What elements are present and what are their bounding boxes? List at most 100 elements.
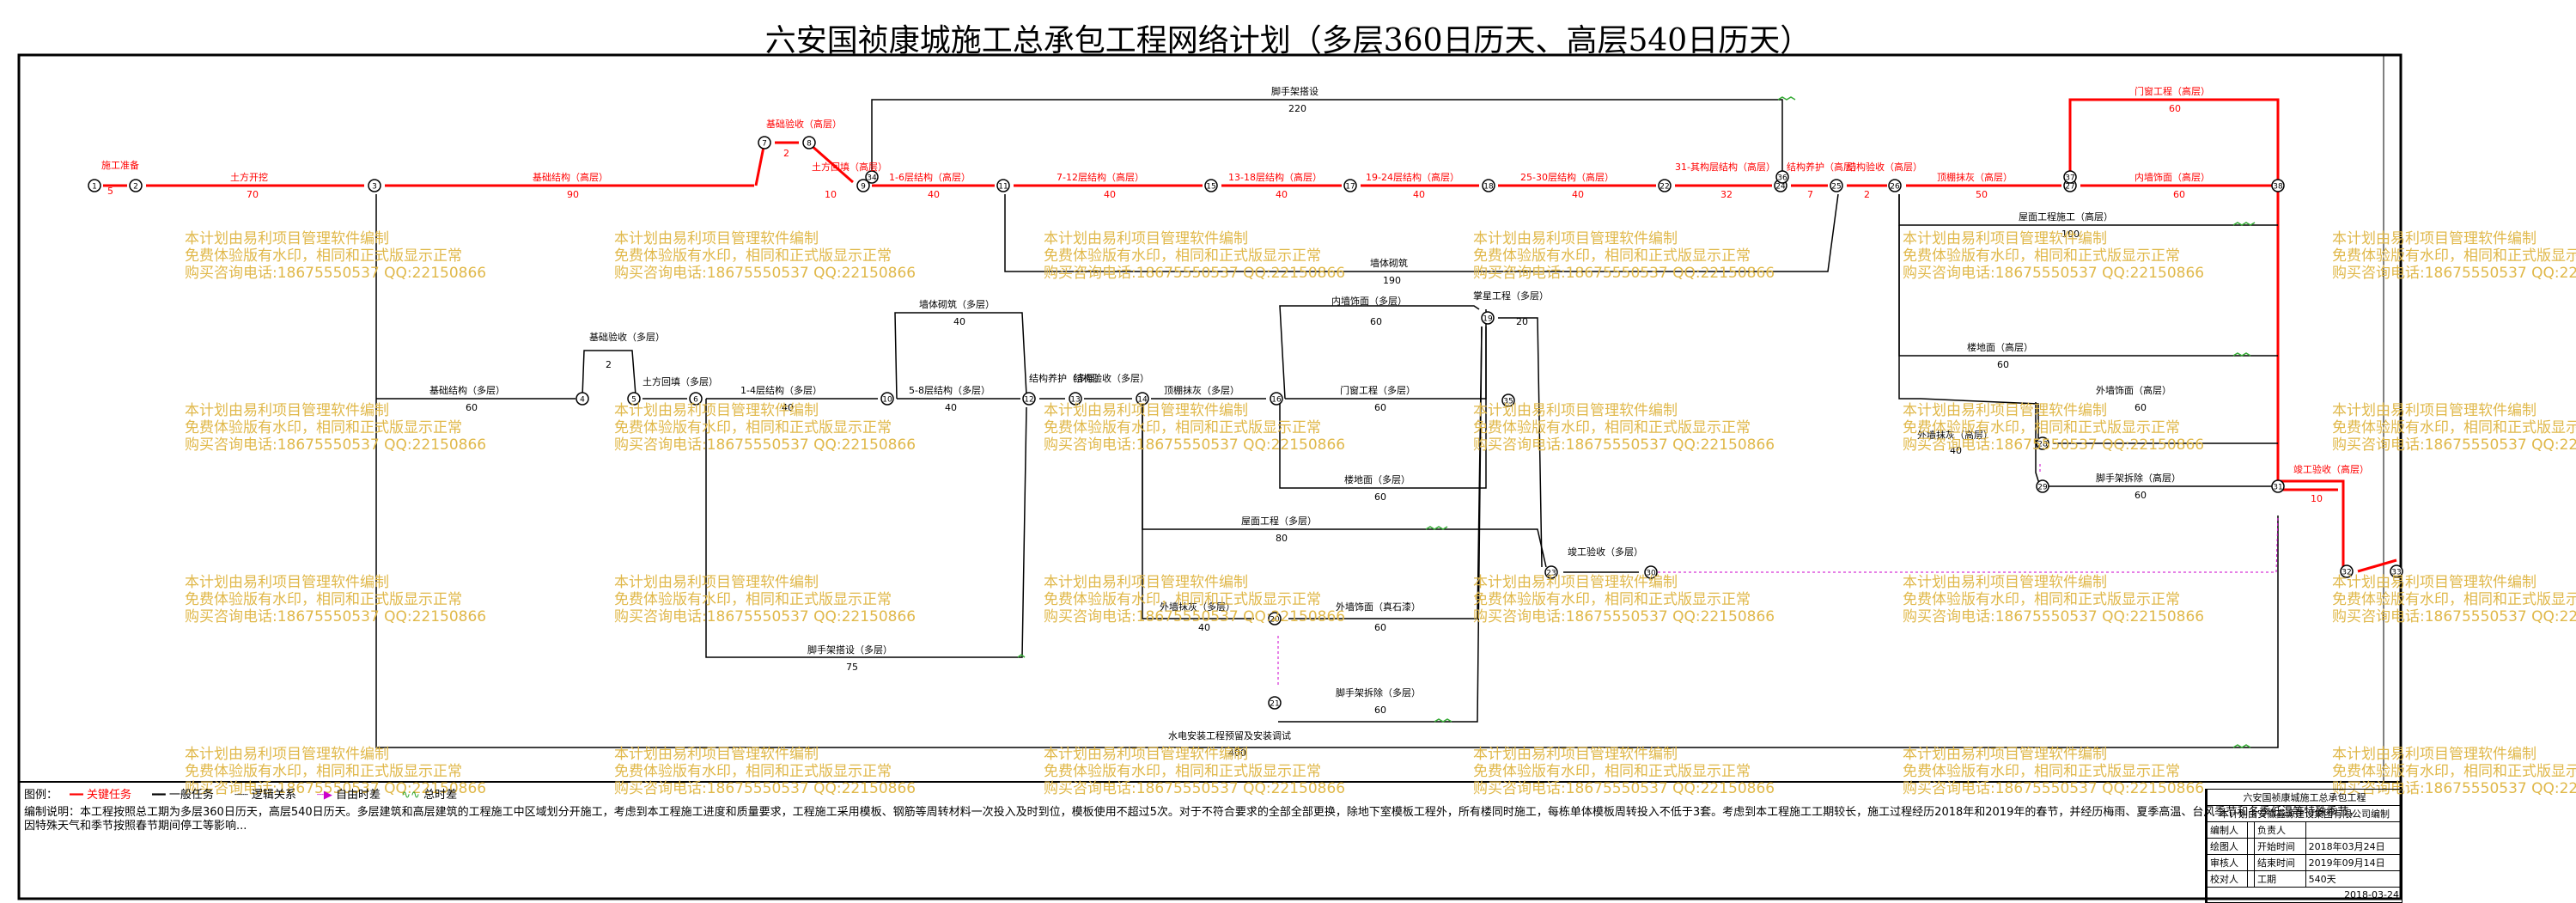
node-25 [1830, 179, 1843, 192]
node-label: 24 [1775, 183, 1786, 192]
dur-a2: 90 [567, 189, 579, 200]
frame [17, 53, 2402, 900]
label-a32: 顶棚抹灰（多层） [1164, 384, 1239, 396]
legend-label: 图例： [24, 789, 58, 802]
label-a35: 楼地面（多层） [1344, 473, 1410, 485]
legend-critical: ━━ 关键任务 [70, 789, 131, 802]
label-a13: 顶棚抹灰（高层） [1937, 171, 2013, 183]
node-label: 36 [1777, 174, 1787, 183]
label-a34: 门窗工程（多层） [1340, 384, 1416, 396]
watermark-text: 本计划由易利项目管理软件编制免费体验版有水印，相同和正式版显示正常购买咨询电话:… [1044, 230, 1346, 282]
legend-description: 编制说明：本工程按照总工期为多层360日历天，高层540日历天。多层建筑和高层建… [24, 806, 2360, 833]
node-label: 38 [2273, 183, 2283, 192]
node-label: 9 [861, 183, 866, 192]
dur-a43: 20 [1516, 316, 1528, 327]
node-12 [1022, 392, 1036, 406]
node-37 [2063, 170, 2077, 184]
node-22 [1658, 179, 1672, 192]
dur-a27: 40 [782, 402, 794, 413]
watermark-text: 本计划由易利项目管理软件编制免费体验版有水印，相同和正式版显示正常购买咨询电话:… [1903, 402, 2205, 454]
dur-a11: 7 [1807, 189, 1813, 200]
label-a15: 内墙饰面（高层） [2134, 171, 2210, 183]
label-a17: 脚手架搭设 [1271, 85, 1318, 97]
node-8 [802, 136, 816, 149]
dur-a21: 60 [2134, 402, 2147, 413]
node-2 [129, 179, 143, 192]
label-a22: 外墙抹灰（高层） [1917, 429, 1993, 441]
dur-a9: 40 [1572, 189, 1584, 200]
watermark-text: 本计划由易利项目管理软件编制免费体验版有水印，相同和正式版显示正常购买咨询电话:… [1903, 574, 2205, 625]
watermark-text: 本计划由易利项目管理软件编制免费体验版有水印，相同和正式版显示正常购买咨询电话:… [1044, 402, 1346, 454]
node-label: 31 [2273, 484, 2282, 492]
label-a28: 5-8层结构（多层） [909, 384, 990, 396]
dur-a36: 80 [1276, 533, 1288, 544]
dur-a25: 2 [606, 359, 612, 370]
node-label: 6 [693, 396, 698, 405]
node-14 [1136, 392, 1149, 406]
label-a10: 31-其构层结构（高层） [1675, 161, 1775, 173]
label-a21: 外墙饰面（高层） [2096, 384, 2171, 396]
node-32 [2340, 564, 2354, 578]
node-label: 34 [867, 174, 877, 183]
label-a14: 门窗工程（高层） [2134, 85, 2210, 97]
legend-free-float: ┈▶ 自由时差 [317, 789, 381, 802]
label-a19: 屋面工程施工（高层） [2019, 210, 2113, 223]
label-a25: 基础验收（多层） [589, 331, 665, 343]
watermark-text: 本计划由易利项目管理软件编制免费体验版有水印，相同和正式版显示正常购买咨询电话:… [614, 230, 917, 282]
watermark-text: 本计划由易利项目管理软件编制免费体验版有水印，相同和正式版显示正常购买咨询电话:… [1044, 746, 1346, 797]
node-9 [856, 179, 870, 192]
node-13 [1069, 392, 1082, 406]
watermark-text: 本计划由易利项目管理软件编制免费体验版有水印，相同和正式版显示正常购买咨询电话:… [185, 230, 487, 282]
label-a20: 楼地面（高层） [1967, 341, 2033, 353]
node-label: 8 [807, 140, 812, 149]
legend-normal: ━━ 一般任务 [152, 789, 214, 802]
page-title: 六安国祯康城施工总承包工程网络计划（多层360日历天、高层540日历天） [764, 23, 1812, 58]
node-label: 10 [882, 396, 892, 405]
node-label: 13 [1070, 396, 1080, 405]
node-17 [1343, 179, 1357, 192]
node-label: 33 [2391, 569, 2401, 577]
node-label: 19 [1483, 315, 1493, 324]
label-a2: 基础结构（高层） [533, 171, 608, 183]
node-36 [1775, 170, 1789, 184]
dur-a8: 40 [1413, 189, 1425, 200]
watermark-text: 本计划由易利项目管理软件编制免费体验版有水印，相同和正式版显示正常购买咨询电话:… [2332, 230, 2576, 282]
node-label: 14 [1137, 396, 1148, 405]
label-a38: 外墙饰面（真石漆） [1336, 601, 1421, 613]
watermark-text: 本计划由易利项目管理软件编制免费体验版有水印，相同和正式版显示正常购买咨询电话:… [1903, 230, 2205, 282]
info-compiler: 本计划由安徽鑫源建设集团有限公司编制 [2207, 805, 2402, 822]
node-31 [2271, 479, 2285, 493]
node-20 [1268, 612, 1282, 625]
label-a26: 土方回填（多层） [642, 375, 718, 387]
dur-a7: 40 [1276, 189, 1288, 200]
node-10 [880, 392, 894, 406]
label-a41: 竣工验收（多层） [1568, 546, 1643, 558]
node-label: 17 [1345, 183, 1355, 192]
dur-a40: 75 [846, 662, 858, 673]
label-a23: 脚手架拆除（高层） [2096, 472, 2181, 484]
free-float [1277, 464, 2279, 687]
node-label: 18 [1483, 183, 1494, 192]
label-a11: 结构养护（高层） [1787, 161, 1862, 173]
node-label: 7 [762, 140, 767, 149]
info-row: 编制人负责人 [2207, 821, 2403, 839]
label-a37: 外墙抹灰（多层） [1160, 601, 1235, 613]
node-label: 26 [1890, 183, 1900, 192]
watermark-text: 本计划由易利项目管理软件编制免费体验版有水印，相同和正式版显示正常购买咨询电话:… [1473, 746, 1775, 797]
dur-a17: 220 [1288, 103, 1306, 114]
node-4 [575, 392, 589, 406]
info-box: 六安国祯康城施工总承包工程 本计划由安徽鑫源建设集团有限公司编制 编制人负责人 … [2205, 789, 2403, 903]
node-1 [88, 179, 101, 192]
node-18 [1482, 179, 1495, 192]
legend-total-float: ∿∿ 总时差 [401, 789, 458, 802]
node-21 [1268, 696, 1282, 710]
label-a18: 墙体砌筑 [1370, 257, 1408, 269]
label-a0: 施工准备 [101, 159, 139, 171]
node-label: 32 [2342, 569, 2351, 577]
label-a9: 25-30层结构（高层） [1520, 171, 1614, 183]
node-29 [2036, 479, 2049, 493]
watermark-text: 本计划由易利项目管理软件编制免费体验版有水印，相同和正式版显示正常购买咨询电话:… [2332, 574, 2576, 625]
node-label: 21 [1270, 700, 1279, 709]
